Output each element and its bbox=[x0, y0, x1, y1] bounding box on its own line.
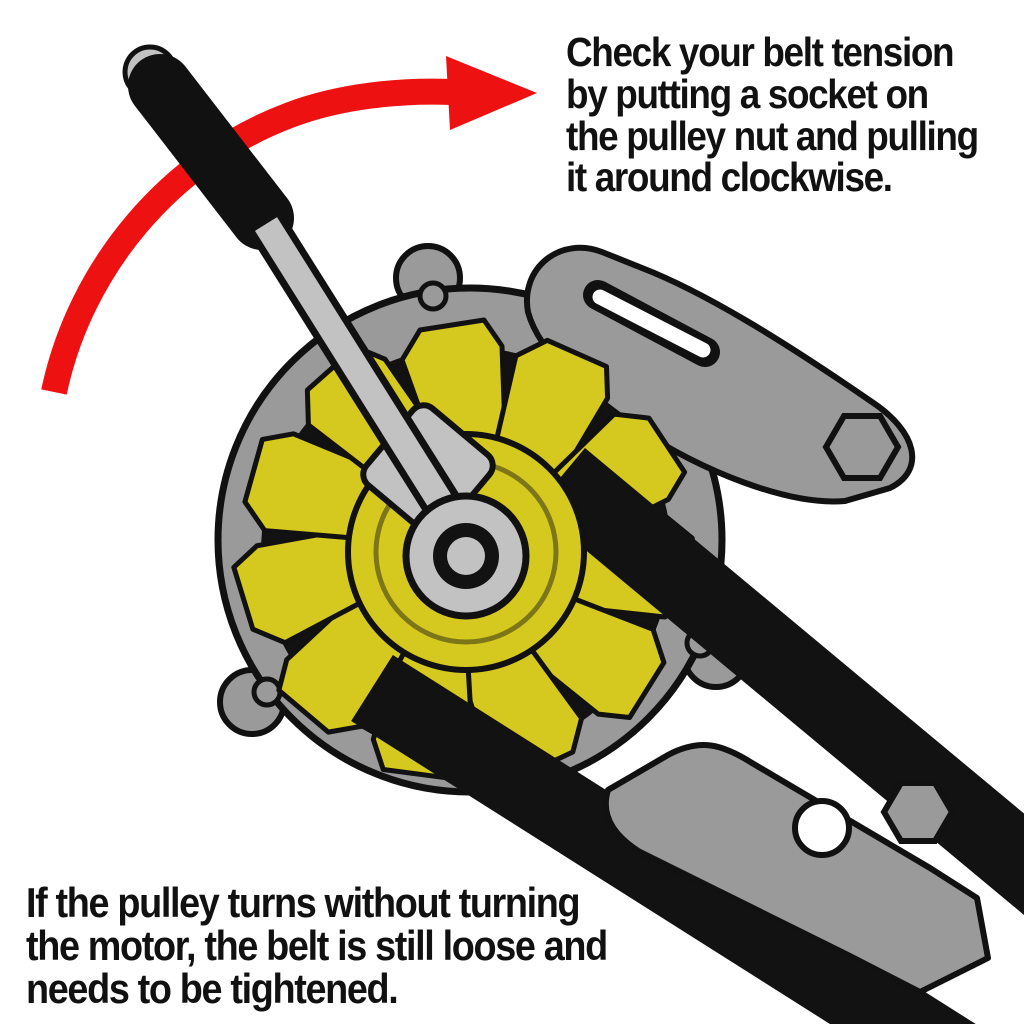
drive-belt bbox=[351, 448, 1024, 1024]
adjustment-bracket bbox=[523, 244, 916, 505]
bracket-bolt-icon bbox=[822, 413, 902, 481]
drive-belt-upper-run bbox=[535, 448, 1024, 915]
mount-hole bbox=[417, 280, 449, 312]
lower-bracket-hole bbox=[792, 798, 852, 858]
clockwise-arrow-icon bbox=[41, 56, 537, 395]
instruction-top: Check your belt tension by putting a soc… bbox=[566, 29, 979, 201]
ratchet-head-center bbox=[447, 537, 485, 575]
lower-bracket-arm bbox=[602, 742, 991, 995]
mount-hole bbox=[251, 676, 283, 708]
arrow-arc bbox=[41, 78, 453, 395]
drive-belt-lower-run bbox=[351, 655, 976, 1024]
bracket-slot bbox=[592, 289, 711, 358]
instruction-bottom: If the pulley turns without turning the … bbox=[26, 879, 608, 1012]
wrench-grip bbox=[128, 54, 294, 250]
wrench-shaft bbox=[254, 217, 460, 521]
lower-bracket-bolt-icon bbox=[880, 780, 956, 844]
arrow-head bbox=[446, 56, 537, 130]
lower-mounting-bracket bbox=[602, 742, 991, 995]
ratchet-wrench bbox=[122, 44, 530, 620]
